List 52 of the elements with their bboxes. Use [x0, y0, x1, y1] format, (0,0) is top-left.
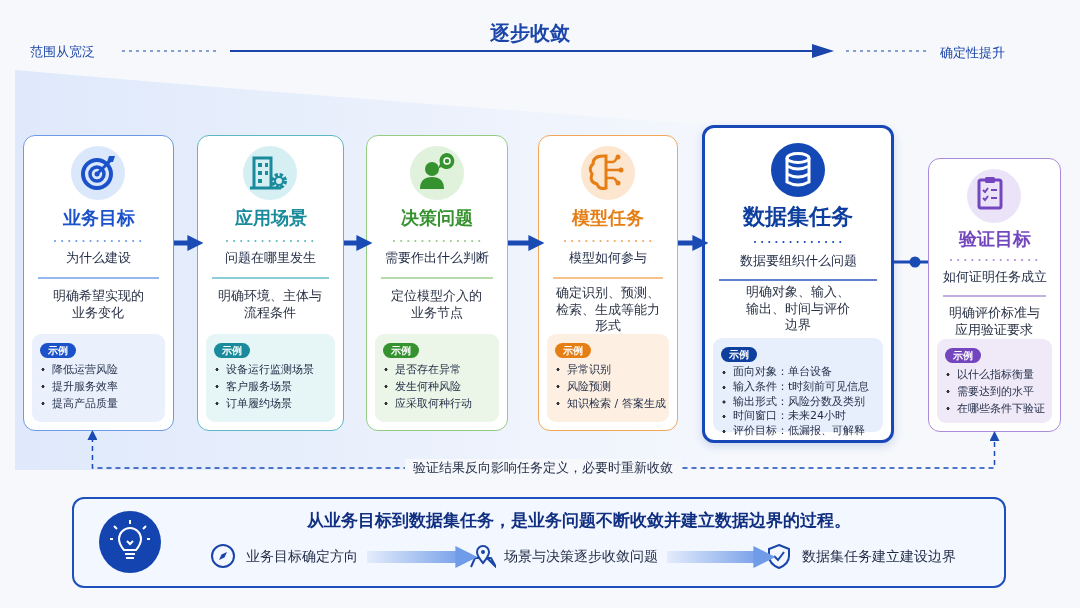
card-description: 明确对象、输入、输出、时间与评价边界 [746, 284, 850, 334]
summary-heading: 从业务目标到数据集任务，是业务问题不断收敛并建立数据边界的过程。 [306, 509, 852, 532]
step-text: 数据集任务建立建设边界 [802, 548, 956, 566]
arrow [367, 546, 478, 568]
card-description: 明确评价标准与应用验证要求 [948, 305, 1040, 338]
arrow [678, 235, 709, 251]
example-panel [547, 334, 669, 422]
card-title: 数据集任务 [741, 203, 854, 231]
example-panel [32, 334, 165, 422]
arrow [667, 546, 776, 568]
card-subtitle: 模型如何参与 [568, 249, 648, 267]
stage-card [702, 125, 894, 443]
stage-card [366, 135, 508, 431]
arrow [508, 235, 545, 251]
step-text: 业务目标确定方向 [246, 548, 358, 566]
card-title: 业务目标 [61, 206, 136, 230]
heading-label: 逐步收敛 [489, 20, 571, 47]
stage-card [197, 135, 344, 431]
axis-label: 范围从宽泛 [30, 43, 95, 61]
example-badge: 示例 [40, 343, 76, 358]
example-badge: 示例 [555, 343, 591, 358]
arrow [174, 235, 204, 251]
card-title: 验证目标 [957, 227, 1032, 251]
example-badge: 示例 [383, 343, 419, 358]
step-text: 场景与决策逐步收敛问题 [504, 548, 658, 566]
card-subtitle: 如何证明任务成立 [941, 268, 1048, 286]
card-title: 应用场景 [233, 206, 308, 230]
summary-banner [72, 497, 1006, 588]
arrow [344, 235, 373, 251]
card-subtitle: 为什么建设 [65, 249, 132, 267]
card-description: 明确希望实现的业务变化 [52, 288, 144, 321]
edge-label: 验证结果反向影响任务定义，必要时重新收敛 [405, 459, 682, 477]
stage-card [23, 135, 174, 431]
stage-card [538, 135, 678, 431]
card-title: 决策问题 [400, 206, 474, 230]
example-item: 在哪些条件下验证 [945, 400, 1046, 417]
card-subtitle: 需要作出什么判断 [384, 249, 490, 267]
card-title: 模型任务 [570, 206, 645, 230]
example-badge: 示例 [214, 343, 250, 358]
connector-line [894, 260, 928, 264]
example-panel [937, 339, 1052, 423]
example-panel [206, 334, 335, 422]
card-subtitle: 问题在哪里发生 [224, 249, 317, 267]
example-badge: 示例 [945, 348, 981, 363]
example-badge: 示例 [721, 347, 757, 362]
card-subtitle: 数据要组织什么问题 [738, 252, 858, 270]
card-description: 明确环境、主体与流程条件 [218, 288, 322, 321]
card-description: 确定识别、预测、检索、生成等能力形式 [555, 285, 660, 335]
example-panel [375, 334, 499, 422]
card-description: 定位模型介入的业务节点 [390, 288, 483, 321]
axis-label: 确定性提升 [940, 44, 1005, 62]
stage-card [928, 158, 1061, 432]
